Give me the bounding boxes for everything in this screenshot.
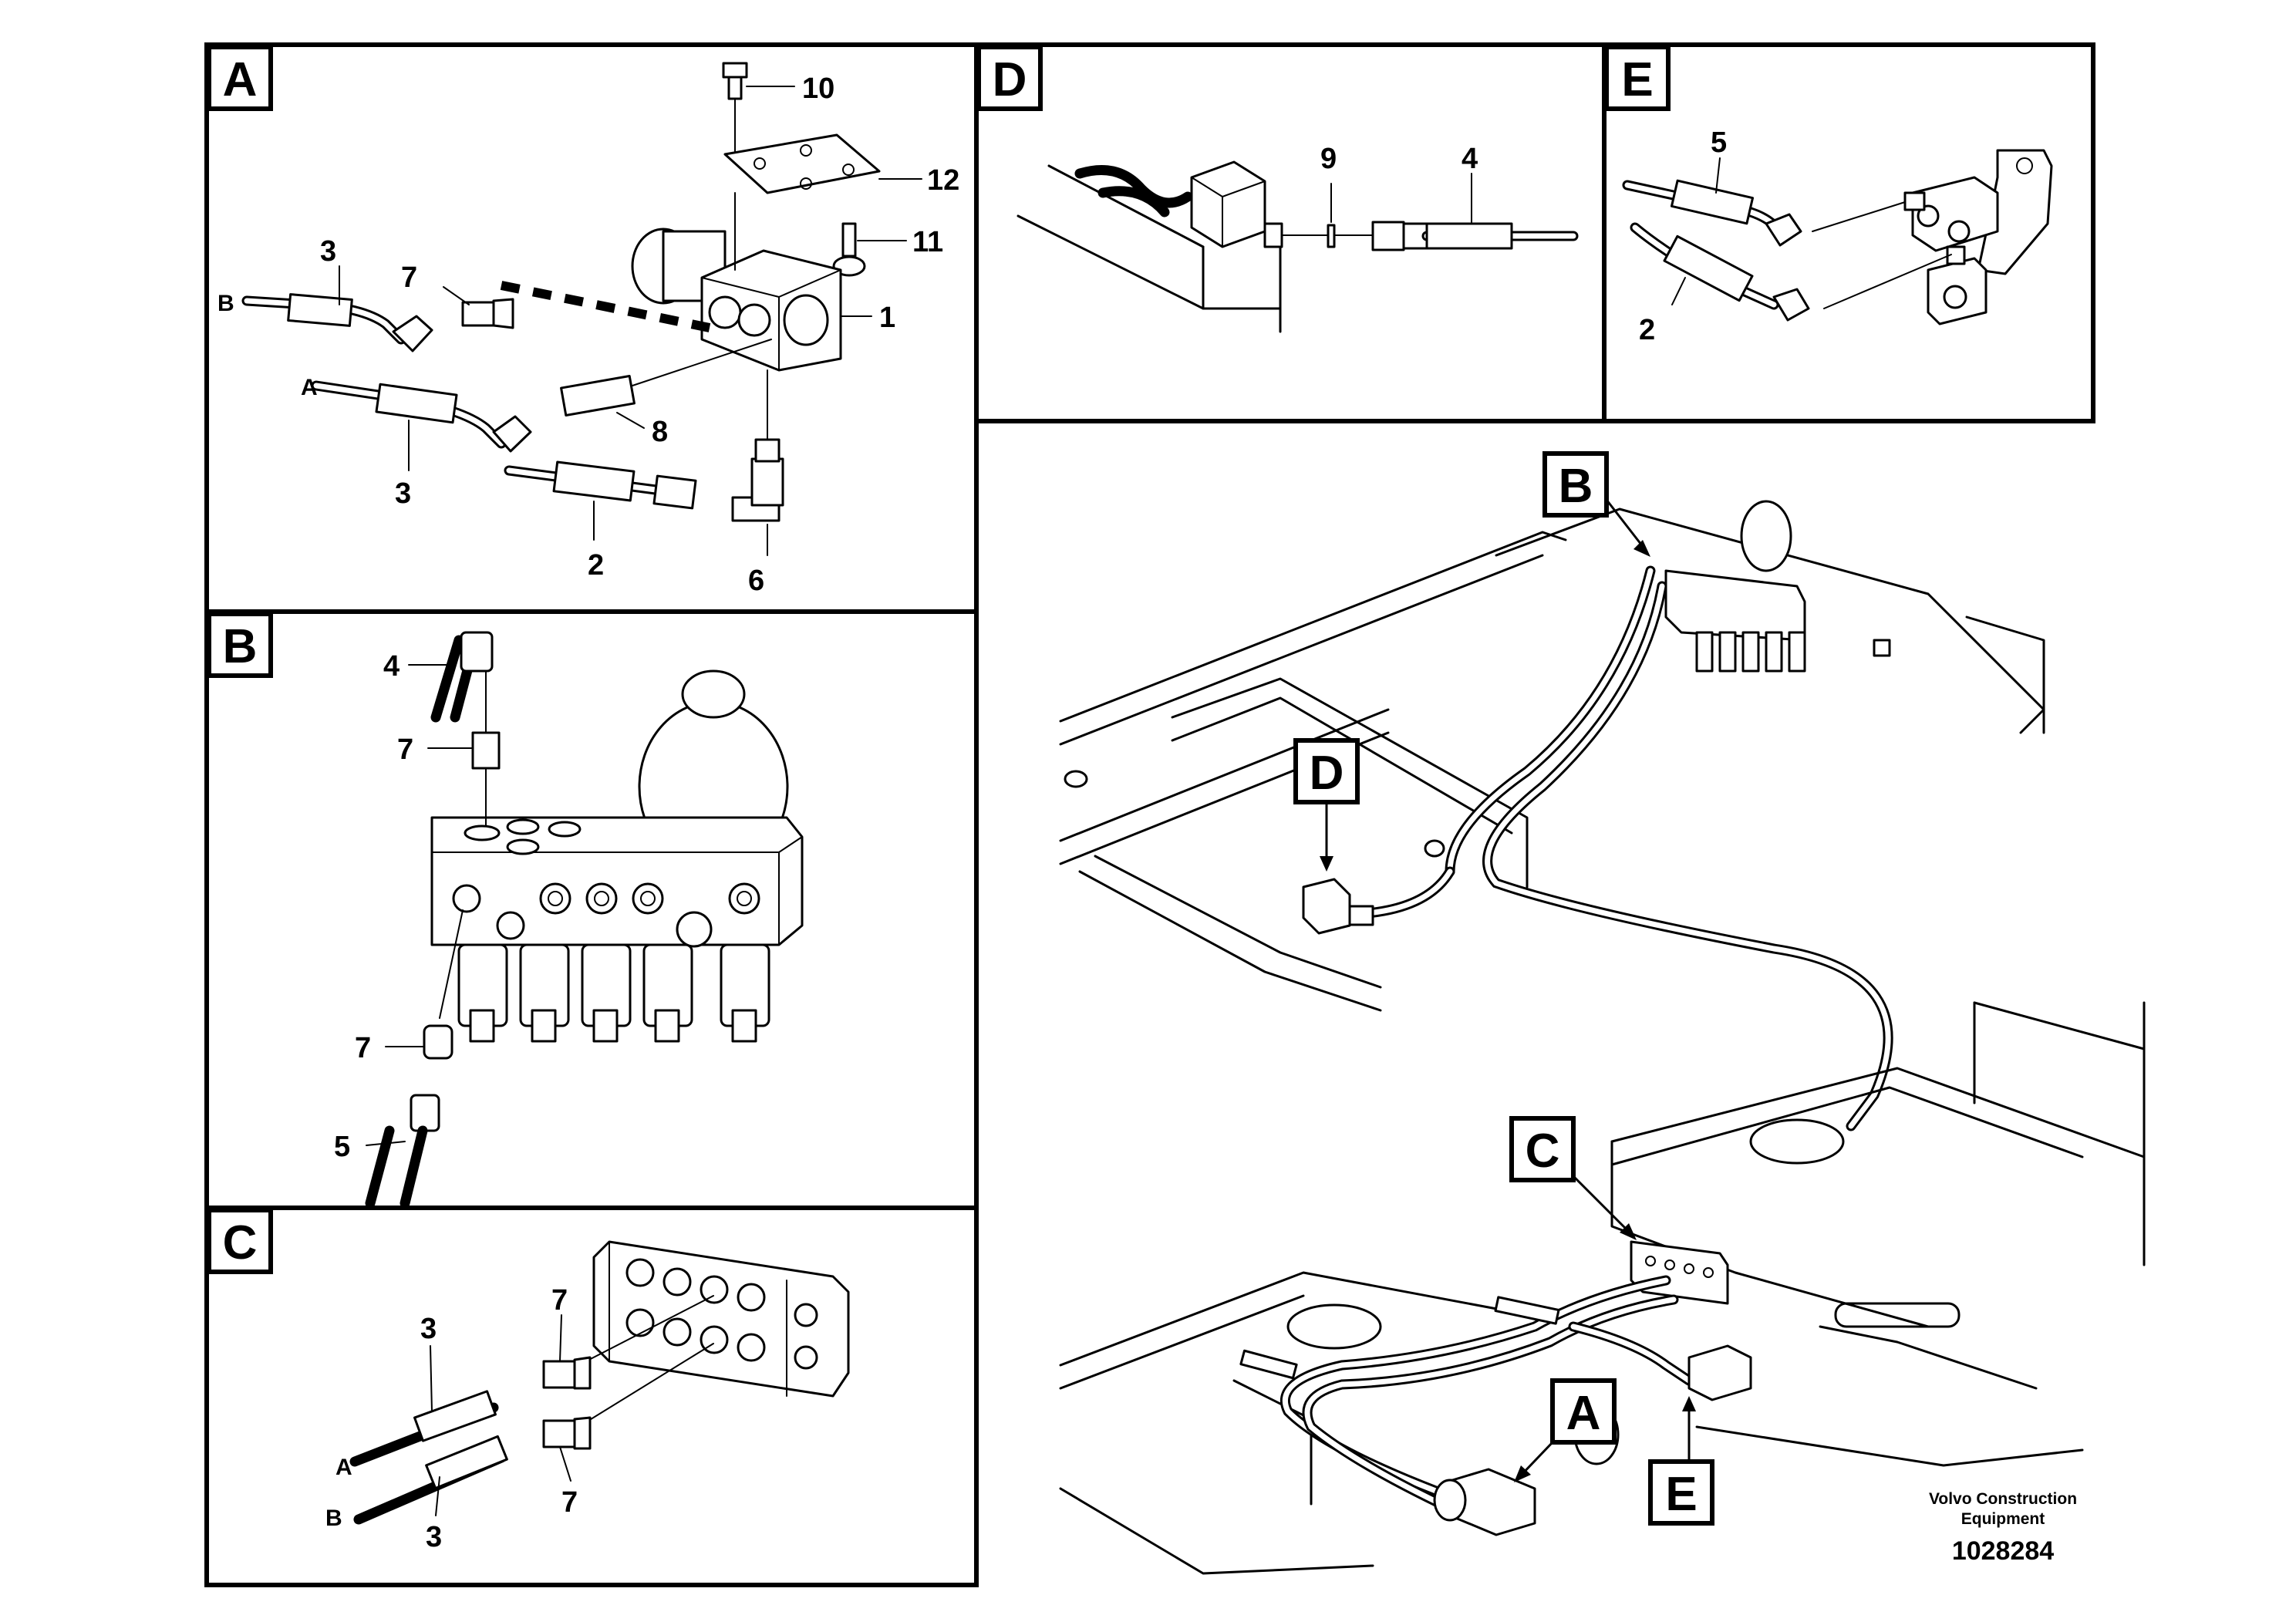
panel-c-letter: C xyxy=(207,1208,273,1274)
marker-c-text: C xyxy=(1526,1125,1560,1178)
callout-2-e: 2 xyxy=(1639,314,1655,346)
hose-4-fitting xyxy=(1371,221,1405,251)
document-number: 1028284 xyxy=(1952,1536,2054,1566)
seal-9 xyxy=(1327,224,1336,248)
bolt-11 xyxy=(832,222,866,277)
panel-a-letter-text: A xyxy=(223,53,258,106)
panel-c-letter-text: C xyxy=(223,1216,258,1270)
panel-e-drawing: 5 2 xyxy=(1622,126,2053,346)
panel-a-letter: A xyxy=(207,45,273,111)
hose-3-c-lower xyxy=(353,1416,592,1525)
distribution-block xyxy=(592,1240,850,1398)
brand-line-2: Equipment xyxy=(1961,1510,2045,1528)
hose-2-e xyxy=(1630,222,1810,322)
callout-5-e: 5 xyxy=(1711,126,1727,159)
callout-3-c-upper: 3 xyxy=(420,1313,437,1345)
panel-b-letter-text: B xyxy=(223,620,258,673)
hose-a-lower xyxy=(311,339,772,453)
footer: Volvo Construction Equipment 1028284 xyxy=(1929,1490,2077,1566)
marker-d-text: D xyxy=(1310,747,1344,800)
nipple-7-c-upper xyxy=(542,1360,576,1389)
brand-line-1: Volvo Construction xyxy=(1929,1490,2077,1508)
callout-1: 1 xyxy=(879,302,895,334)
panel-b-drawing: 4 7 7 5 xyxy=(334,631,804,1209)
hose-b-upper xyxy=(241,293,514,352)
overview-marker-e: E xyxy=(1648,1396,1714,1526)
bolt-10 xyxy=(722,62,748,155)
hose-3-c-upper xyxy=(349,1356,592,1467)
overview-marker-d: D xyxy=(1293,738,1360,872)
callout-9: 9 xyxy=(1320,143,1337,175)
hose-4 xyxy=(430,631,501,826)
panel-b-letter: B xyxy=(207,612,273,678)
panel-e-frame xyxy=(1602,42,2095,423)
callout-4-d: 4 xyxy=(1462,143,1478,175)
callout-7-lower: 7 xyxy=(355,1032,371,1064)
callout-3-c-lower: 3 xyxy=(426,1521,442,1553)
plate-12 xyxy=(723,133,881,194)
panel-d-letter-text: D xyxy=(993,53,1027,106)
panel-e-letter-text: E xyxy=(1621,53,1653,106)
port-label-b: B xyxy=(217,291,234,316)
port-label-c-b: B xyxy=(325,1506,342,1531)
hose-5-e xyxy=(1622,179,1802,247)
panel-a-frame xyxy=(204,42,979,614)
callout-7-upper: 7 xyxy=(397,733,413,766)
callout-7-c-lower: 7 xyxy=(561,1486,578,1519)
callout-4: 4 xyxy=(383,650,400,683)
callout-7: 7 xyxy=(401,261,417,294)
nipple-7 xyxy=(461,301,495,327)
overview-marker-a: A xyxy=(1514,1378,1617,1482)
callout-2: 2 xyxy=(588,549,604,582)
panel-c-frame xyxy=(204,1206,979,1587)
callout-6: 6 xyxy=(748,565,764,597)
valve-solenoid-d xyxy=(1190,160,1266,248)
nipple-7-c-lower xyxy=(542,1419,576,1448)
lubrication-manifold xyxy=(430,816,804,948)
filter-8 xyxy=(560,374,636,417)
callout-11: 11 xyxy=(912,226,943,258)
nipple-7-upper xyxy=(471,731,501,770)
callout-10: 10 xyxy=(802,73,834,105)
callout-8: 8 xyxy=(652,416,668,448)
overview-drawing xyxy=(1059,500,2146,1575)
port-label-a: A xyxy=(301,375,318,400)
panel-d-drawing: 9 4 xyxy=(1017,143,1579,333)
callout-3-upper: 3 xyxy=(320,235,336,268)
callout-3-lower: 3 xyxy=(395,477,411,510)
panel-c-drawing: 3 7 7 3 A B xyxy=(325,1240,850,1553)
pump-elements xyxy=(457,943,770,1043)
port-label-c-a: A xyxy=(335,1455,352,1480)
panel-frames xyxy=(204,42,2095,1587)
callout-5: 5 xyxy=(334,1131,350,1163)
nipple-7-lower xyxy=(423,1024,453,1060)
overview-marker-c: C xyxy=(1509,1116,1637,1240)
overview-marker-b: B xyxy=(1542,451,1650,557)
hose-5 xyxy=(365,909,464,1209)
panel-a-drawing: 10 12 11 1 3 7 8 3 2 6 B A xyxy=(217,62,959,597)
callout-7-c-upper: 7 xyxy=(551,1284,568,1317)
panel-d-letter: D xyxy=(976,45,1043,111)
marker-e-text: E xyxy=(1665,1468,1697,1521)
panel-e-letter: E xyxy=(1604,45,1671,111)
hose-2 xyxy=(504,369,784,556)
overview-manifold xyxy=(1664,500,1806,673)
valve-block-e xyxy=(1911,176,1999,252)
callout-12: 12 xyxy=(927,164,959,197)
marker-b-text: B xyxy=(1559,460,1593,513)
marker-a-text: A xyxy=(1566,1387,1601,1440)
